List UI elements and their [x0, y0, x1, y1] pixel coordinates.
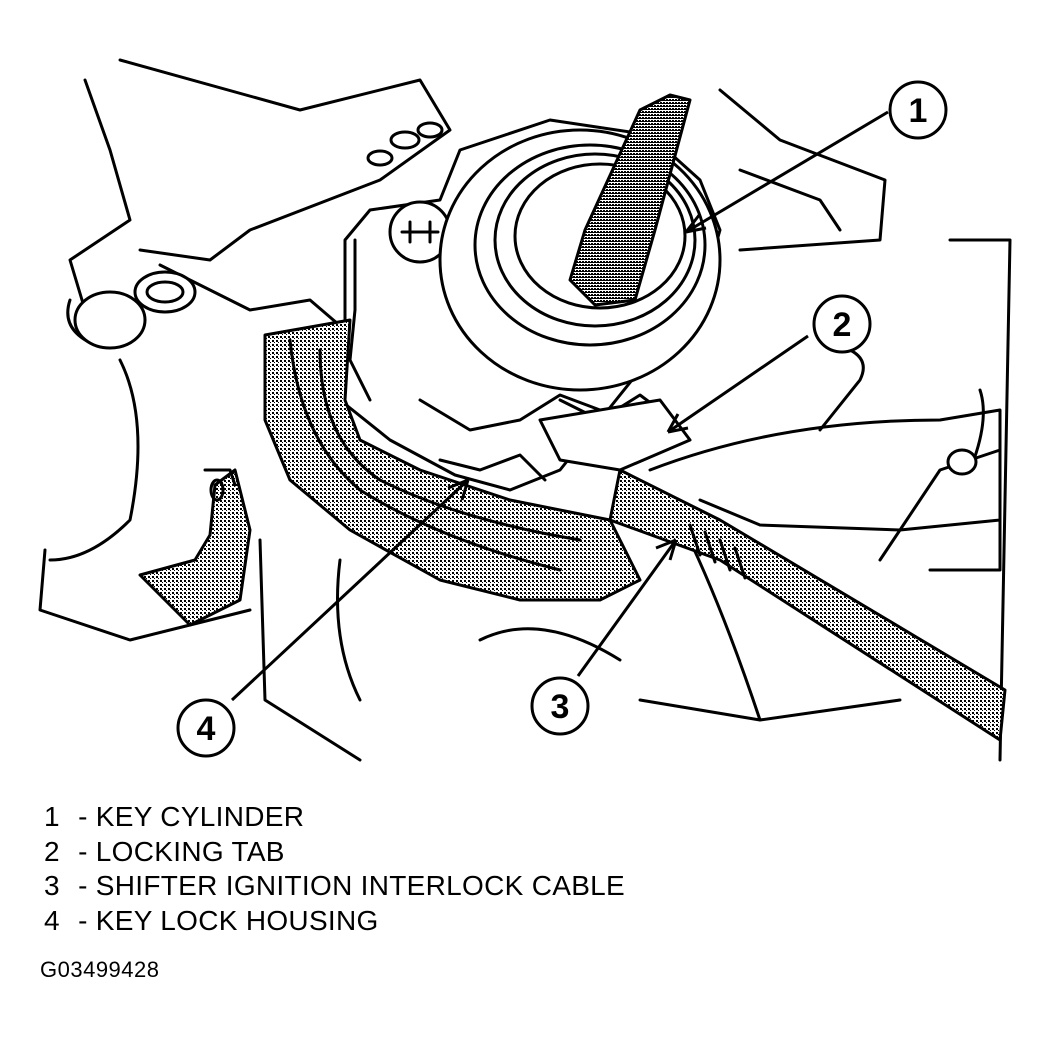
mounting-bracket: [138, 468, 252, 627]
legend-label: KEY CYLINDER: [95, 801, 305, 832]
callout-bubble-2: 2: [812, 294, 872, 354]
legend-label: KEY LOCK HOUSING: [95, 904, 379, 936]
leader-line-2: [667, 334, 809, 434]
legend-item: 1 - KEY CYLINDER: [44, 801, 305, 832]
figure-id: G03499428: [40, 957, 160, 982]
callout-number-1: 1: [909, 92, 928, 130]
callout-number-3: 3: [551, 688, 570, 726]
locking-tab: [538, 398, 692, 472]
steering-column-bracket: [38, 58, 1012, 762]
legend-item: 4 - KEY LOCK HOUSING: [44, 904, 379, 936]
parts-legend: 1 - KEY CYLINDER 2 - LOCKING TAB 3 - SHI…: [44, 800, 625, 938]
key-lock-diagram: 1 2 3 4: [38, 58, 1012, 762]
legend-item: 3 - SHIFTER IGNITION INTERLOCK CABLE: [44, 870, 626, 901]
callout-bubble-3: 3: [530, 676, 590, 736]
housing-sleeve: [263, 318, 642, 602]
key: [568, 93, 692, 307]
leader-line-1: [685, 110, 889, 234]
callout-number-4: 4: [197, 710, 216, 748]
legend-label: LOCKING TAB: [95, 835, 285, 867]
leader-line-4: [230, 478, 470, 702]
callout-bubble-4: 4: [176, 698, 236, 758]
leader-line-3: [576, 539, 678, 677]
legend-label: SHIFTER IGNITION INTERLOCK CABLE: [95, 870, 626, 901]
legend-item: 2 - LOCKING TAB: [44, 835, 285, 867]
callout-bubble-1: 1: [888, 80, 948, 140]
interlock-cable: [608, 408, 1007, 742]
callout-number-2: 2: [833, 306, 852, 344]
key-cylinder: [438, 93, 722, 392]
